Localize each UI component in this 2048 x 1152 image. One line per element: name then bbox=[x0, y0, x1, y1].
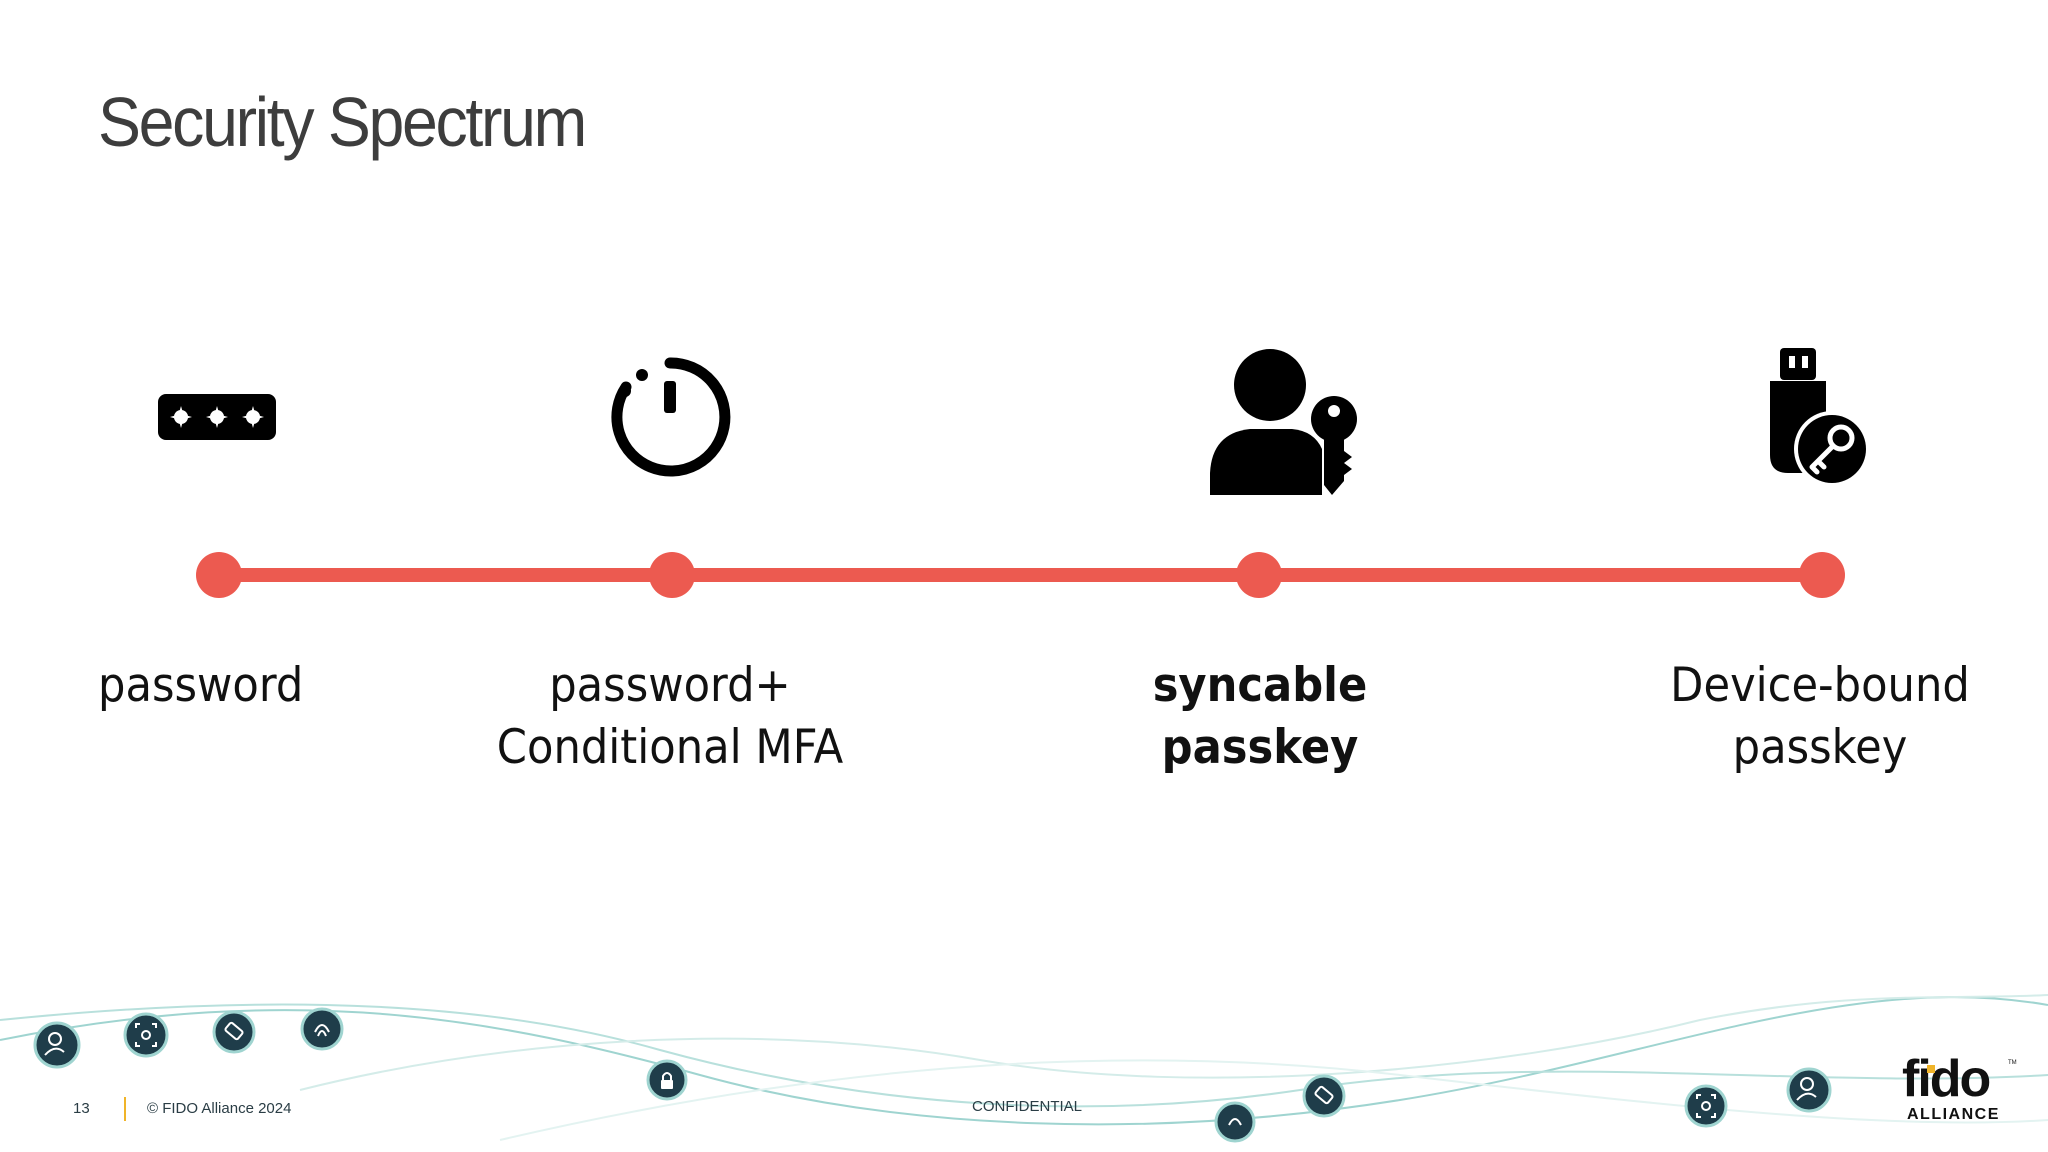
slide-title: Security Spectrum bbox=[98, 83, 587, 161]
confidential-label: CONFIDENTIAL bbox=[972, 1098, 1083, 1115]
stop-label-line: syncable bbox=[1152, 658, 1368, 713]
stop-label-conditional-mfa: password+ Conditional MFA bbox=[486, 655, 854, 779]
logo-tm: TM bbox=[2008, 1060, 2017, 1066]
fido-alliance-logo: fido TM ALLIANCE bbox=[1902, 1052, 2017, 1123]
stop-label-line: password bbox=[98, 658, 304, 713]
user-shield-icon bbox=[1786, 1067, 1832, 1113]
logo-subtitle: ALLIANCE bbox=[1907, 1106, 2000, 1123]
lock-icon bbox=[646, 1059, 688, 1101]
stop-label-syncable-passkey: syncable passkey bbox=[1122, 655, 1398, 779]
spectrum-stop-marker bbox=[1236, 552, 1282, 598]
spectrum-stop-marker bbox=[649, 552, 695, 598]
stop-label-line: Device-bound bbox=[1670, 658, 1970, 713]
usb-security-key-icon bbox=[1770, 348, 1870, 487]
logo-wordmark: fido bbox=[1902, 1052, 1990, 1108]
security-spectrum-line bbox=[196, 552, 1845, 598]
usb-key-icon bbox=[212, 1010, 256, 1054]
page-number: 13 bbox=[73, 1100, 90, 1117]
usb-key-icon bbox=[1302, 1074, 1346, 1118]
spectrum-stop-marker bbox=[1799, 552, 1845, 598]
copyright-text: © FIDO Alliance 2024 bbox=[147, 1100, 292, 1117]
spectrum-stop-marker bbox=[196, 552, 242, 598]
stop-label-line: password+ bbox=[549, 658, 791, 713]
stop-label-password: password bbox=[98, 655, 303, 717]
stop-label-line: passkey bbox=[1161, 720, 1359, 775]
footer-decoration bbox=[0, 994, 2048, 1143]
user-shield-icon bbox=[33, 1021, 81, 1069]
user-key-icon bbox=[1210, 349, 1361, 495]
stop-label-line: Conditional MFA bbox=[496, 720, 844, 775]
footer-divider bbox=[124, 1097, 126, 1121]
face-id-icon bbox=[123, 1012, 169, 1058]
fingerprint-icon bbox=[1214, 1101, 1256, 1143]
stop-label-device-bound-passkey: Device-bound passkey bbox=[1654, 655, 1985, 779]
fingerprint-icon bbox=[300, 1007, 344, 1051]
timer-icon bbox=[611, 357, 731, 477]
face-id-icon bbox=[1684, 1084, 1728, 1128]
stop-label-line: passkey bbox=[1732, 720, 1908, 775]
password-field-icon bbox=[158, 394, 276, 440]
